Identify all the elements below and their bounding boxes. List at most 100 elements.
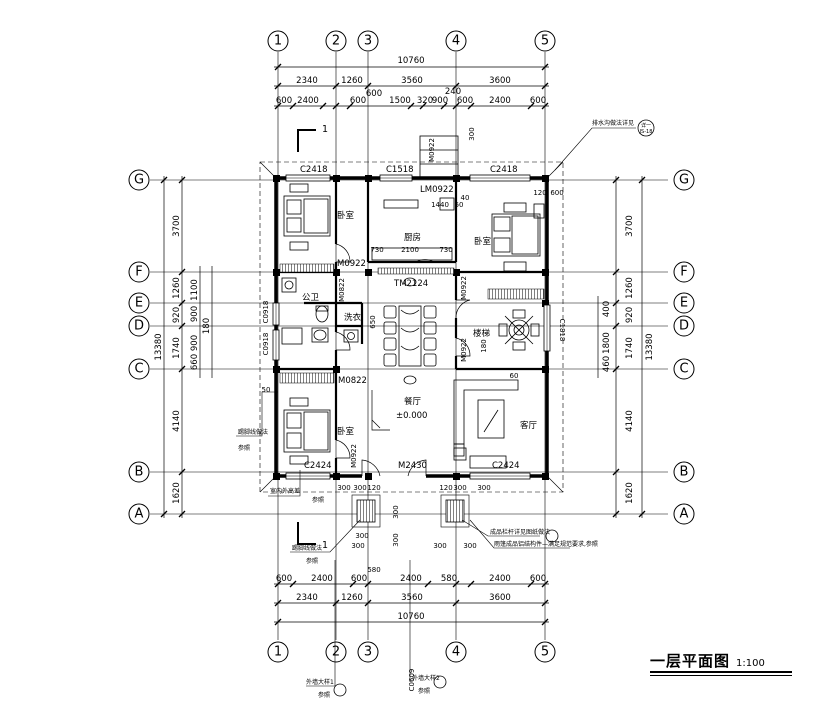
exterior-walls <box>274 176 549 478</box>
axis-row-d-left: D <box>134 319 144 334</box>
dim-top-detail-1: 600 <box>276 96 292 106</box>
dim-right-inner-2: 1800 <box>602 332 612 354</box>
drawing-title: 一层平面图 <box>650 652 731 670</box>
dim-total-depth-left: 13380 <box>154 333 164 360</box>
axis-row-e-right: E <box>680 296 688 311</box>
dim-row-span-5-right: 4140 <box>625 410 635 432</box>
dim-bottom-detail-2: 2400 <box>311 574 333 584</box>
label-top-vert-b: C0609 <box>408 669 416 692</box>
dim-small-17: 60 <box>510 372 519 380</box>
dim-span-1-top: 2340 <box>296 76 318 86</box>
section-label-bottom: 1 <box>322 540 328 551</box>
window-mid-lines <box>275 177 548 477</box>
dim-row-span-3-left: 920 <box>172 307 182 323</box>
label-c2418-right: C2418 <box>490 165 518 175</box>
detail-page-1: JS-18 <box>639 129 653 135</box>
note-right-b: 雨篷成品铝结构件—满足规范要求,参照 <box>494 540 598 548</box>
label-c1818: C1818 <box>558 319 566 342</box>
axis-col-3-bottom: 3 <box>364 645 372 660</box>
dim-left-inner-1: 1100 <box>190 279 200 301</box>
detail-ref-1: 详一 <box>641 122 651 129</box>
label-m0822-c: M0822 <box>338 376 367 386</box>
axis-row-b-left: B <box>135 465 144 480</box>
hatch-bands <box>279 263 545 384</box>
dim-total-depth-right: 13380 <box>645 333 655 360</box>
title-underline-thick <box>650 671 792 673</box>
dim-bottom-detail-7: 600 <box>530 574 546 584</box>
dim-bottom-detail-5: 580 <box>441 574 457 584</box>
dim-left-inner-5: 660 <box>190 354 200 370</box>
bed-upper-right <box>491 202 545 272</box>
dim-bottom-detail-3: 600 <box>351 574 367 584</box>
note-bot-a2: 参照 <box>318 691 330 699</box>
note-left-b2: 参照 <box>312 496 324 504</box>
dim-row-span-1-right: 3700 <box>625 215 635 237</box>
bed-upper-left <box>283 183 331 251</box>
axis-row-f-left: F <box>135 265 142 280</box>
dim-small-15: 580 <box>367 566 380 574</box>
dim-small-4: 2100 <box>401 246 419 254</box>
dim-small-10: 300 <box>337 484 350 492</box>
dim-total-width-bottom: 10760 <box>397 612 424 622</box>
dim-small-14: 300 <box>355 532 368 540</box>
dim-right-inner-3: 460 <box>602 356 612 372</box>
axis-row-f-right: F <box>680 265 687 280</box>
note-left-c2: 参照 <box>306 557 318 565</box>
structural-columns <box>273 175 549 480</box>
dim-left-inner-2: 900 <box>190 306 200 322</box>
dim-bottom-span-1: 2340 <box>296 593 318 603</box>
dim-porch-5: 300 <box>392 533 400 546</box>
dim-row-span-3-right: 920 <box>625 307 635 323</box>
label-m0922-b: M0922 <box>350 444 358 468</box>
dim-row-span-4-right: 1740 <box>625 337 635 359</box>
label-c0918-b: C0918 <box>262 333 270 356</box>
dim-bottom-span-3: 3560 <box>401 593 423 603</box>
axis-col-3-top: 3 <box>364 34 372 49</box>
windows <box>272 174 551 480</box>
room-stair: 楼梯 <box>473 328 491 339</box>
label-tm2124: TM2124 <box>393 279 428 289</box>
room-toilet: 公卫 <box>302 293 320 303</box>
dim-top-detail-5: 320 <box>417 96 433 106</box>
note-left-c: 踢脚线做法 <box>292 544 322 552</box>
room-living: 客厅 <box>520 420 538 431</box>
axis-row-c-right: C <box>679 362 688 377</box>
label-c2418-left: C2418 <box>300 165 328 175</box>
dim-bottom-detail-4: 2400 <box>400 574 422 584</box>
dim-porch-4: 300 <box>392 505 400 518</box>
dim-porch-6: 300 <box>468 127 476 140</box>
room-bedroom-lower-left: 卧室 <box>337 426 355 437</box>
dim-top-detail-3: 600 <box>350 96 366 106</box>
dim-small-12: 300 <box>453 484 466 492</box>
dimension-lines <box>163 66 643 623</box>
dim-small-20: 650 <box>369 315 377 328</box>
dim-small-16: 50 <box>262 386 271 394</box>
dim-top-detail-7: 600 <box>457 96 473 106</box>
section-mark-bottom <box>297 522 316 545</box>
axis-row-g-right: G <box>679 173 689 188</box>
dim-top-detail-8: 2400 <box>489 96 511 106</box>
label-top-vert-a: M0922 <box>428 138 436 162</box>
room-elevation: ±0.000 <box>396 411 427 421</box>
note-left-a2: 参照 <box>238 444 250 452</box>
eave-corner-lines <box>259 161 564 493</box>
dim-small-11: 300 <box>353 484 366 492</box>
label-c1518: C1518 <box>386 165 414 175</box>
dim-bottom-span-2: 1260 <box>341 593 363 603</box>
section-label-top: 1 <box>322 124 328 135</box>
dim-top-small-1: 600 <box>366 89 382 99</box>
axis-col-5-top: 5 <box>541 34 549 49</box>
dim-porch-1: 300 <box>351 542 364 550</box>
dim-small-1: 120 <box>533 189 546 197</box>
axis-grid <box>150 52 668 640</box>
bathroom-fixtures <box>281 277 359 345</box>
interior-walls <box>278 178 545 476</box>
label-m0922-e: M0922 <box>460 276 468 300</box>
section-mark-top <box>297 129 316 152</box>
axis-row-d-right: D <box>679 319 689 334</box>
note-leaders <box>236 127 636 687</box>
axis-col-2-top: 2 <box>332 34 340 49</box>
dim-small-18: 40 <box>461 194 470 202</box>
dim-top-detail-9: 600 <box>530 96 546 106</box>
